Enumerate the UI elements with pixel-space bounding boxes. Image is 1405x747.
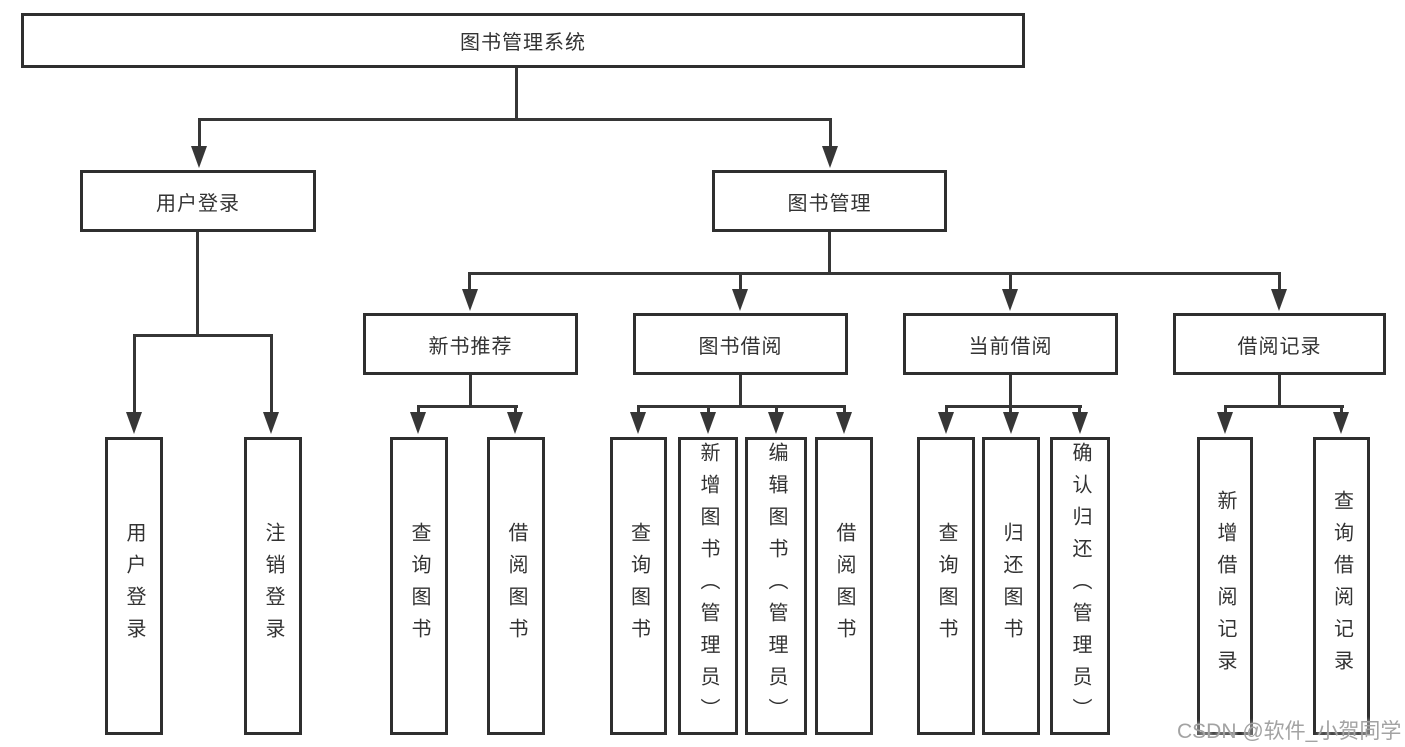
leaf-borrowing-edit-books-admin: 编辑图书（管理员） — [745, 437, 807, 735]
leaf-newbook-query-books: 查询图书 — [390, 437, 448, 735]
connector-line — [637, 405, 846, 408]
connector-line — [945, 405, 948, 414]
connector-line — [637, 405, 640, 414]
connector-line — [1278, 272, 1281, 292]
leaf-records-add-record: 新增借阅记录 — [1197, 437, 1253, 735]
leaf-current-query-books-label: 查询图书 — [935, 522, 957, 650]
connector-line — [417, 405, 518, 408]
connector-line — [739, 272, 742, 292]
leaf-borrowing-edit-books-admin-label: 编辑图书（管理员） — [765, 442, 787, 730]
leaf-records-query-record: 查询借阅记录 — [1313, 437, 1370, 735]
connector-line — [514, 405, 517, 414]
node-new-book-recommendation-label: 新书推荐 — [428, 335, 513, 358]
arrow-down-icon — [768, 412, 784, 434]
arrow-down-icon — [1072, 412, 1088, 434]
arrow-down-icon — [630, 412, 646, 434]
leaf-current-return-books: 归还图书 — [982, 437, 1040, 735]
connector-line — [270, 334, 273, 414]
connector-line — [196, 232, 199, 336]
node-current-borrowing: 当前借阅 — [903, 313, 1118, 375]
connector-line — [133, 334, 136, 414]
leaf-logout-login-label: 注销登录 — [262, 522, 284, 650]
connector-line — [775, 405, 778, 414]
leaf-records-query-record-label: 查询借阅记录 — [1330, 490, 1353, 682]
node-book-borrowing-label: 图书借阅 — [698, 335, 783, 358]
node-current-borrowing-label: 当前借阅 — [968, 335, 1053, 358]
arrow-down-icon — [732, 289, 748, 311]
connector-line — [515, 68, 518, 121]
arrow-down-icon — [822, 146, 838, 168]
leaf-records-add-record-label: 新增借阅记录 — [1214, 490, 1236, 682]
arrow-down-icon — [507, 412, 523, 434]
connector-line — [739, 375, 742, 407]
connector-line — [1009, 375, 1012, 407]
arrow-down-icon — [263, 412, 279, 434]
leaf-borrowing-borrow-books: 借阅图书 — [815, 437, 873, 735]
arrow-down-icon — [700, 412, 716, 434]
connector-line — [707, 405, 710, 414]
arrow-down-icon — [1333, 412, 1349, 434]
connector-line — [828, 232, 831, 275]
node-book-borrowing: 图书借阅 — [633, 313, 848, 375]
leaf-current-query-books: 查询图书 — [917, 437, 975, 735]
connector-line — [1340, 405, 1343, 414]
leaf-borrowing-query-books: 查询图书 — [610, 437, 667, 735]
leaf-borrowing-add-books-admin: 新增图书（管理员） — [678, 437, 738, 735]
node-root-label: 图书管理系统 — [460, 32, 586, 54]
node-user-login-label: 用户登录 — [156, 192, 240, 215]
node-borrowing-records: 借阅记录 — [1173, 313, 1386, 375]
arrow-down-icon — [836, 412, 852, 434]
node-borrowing-records-label: 借阅记录 — [1237, 335, 1322, 358]
connector-line — [945, 405, 1082, 408]
leaf-newbook-borrow-books-label: 借阅图书 — [505, 522, 527, 650]
connector-line — [843, 405, 846, 414]
connector-line — [1078, 405, 1081, 414]
connector-line — [1224, 405, 1344, 408]
leaf-user-login: 用户登录 — [105, 437, 163, 735]
watermark: CSDN @软件_小贺同学 — [1177, 720, 1402, 743]
connector-line — [469, 375, 472, 407]
arrow-down-icon — [126, 412, 142, 434]
node-root: 图书管理系统 — [21, 13, 1025, 68]
leaf-newbook-borrow-books: 借阅图书 — [487, 437, 545, 735]
connector-line — [417, 405, 420, 414]
leaf-user-login-label: 用户登录 — [123, 522, 145, 650]
node-new-book-recommendation: 新书推荐 — [363, 313, 578, 375]
leaf-logout-login: 注销登录 — [244, 437, 302, 735]
leaf-current-confirm-return-admin-label: 确认归还（管理员） — [1069, 442, 1091, 730]
leaf-newbook-query-books-label: 查询图书 — [408, 522, 430, 650]
connector-line — [1009, 272, 1012, 292]
connector-line — [198, 118, 201, 150]
arrow-down-icon — [1002, 289, 1018, 311]
arrow-down-icon — [938, 412, 954, 434]
connector-line — [468, 272, 1281, 275]
connector-line — [1224, 405, 1227, 414]
leaf-current-confirm-return-admin: 确认归还（管理员） — [1050, 437, 1110, 735]
arrow-down-icon — [410, 412, 426, 434]
leaf-borrowing-add-books-admin-label: 新增图书（管理员） — [697, 442, 719, 730]
arrow-down-icon — [1003, 412, 1019, 434]
arrow-down-icon — [191, 146, 207, 168]
connector-line — [198, 118, 832, 121]
connector-line — [1278, 375, 1281, 407]
connector-line — [1009, 405, 1012, 414]
connector-line — [829, 118, 832, 150]
node-user-login: 用户登录 — [80, 170, 316, 232]
arrow-down-icon — [462, 289, 478, 311]
arrow-down-icon — [1217, 412, 1233, 434]
leaf-borrowing-query-books-label: 查询图书 — [627, 522, 650, 650]
connector-line — [468, 272, 471, 292]
connector-line — [133, 334, 273, 337]
node-book-management-label: 图书管理 — [787, 192, 872, 215]
leaf-current-return-books-label: 归还图书 — [1000, 522, 1022, 650]
arrow-down-icon — [1271, 289, 1287, 311]
leaf-borrowing-borrow-books-label: 借阅图书 — [833, 522, 855, 650]
node-book-management: 图书管理 — [712, 170, 947, 232]
